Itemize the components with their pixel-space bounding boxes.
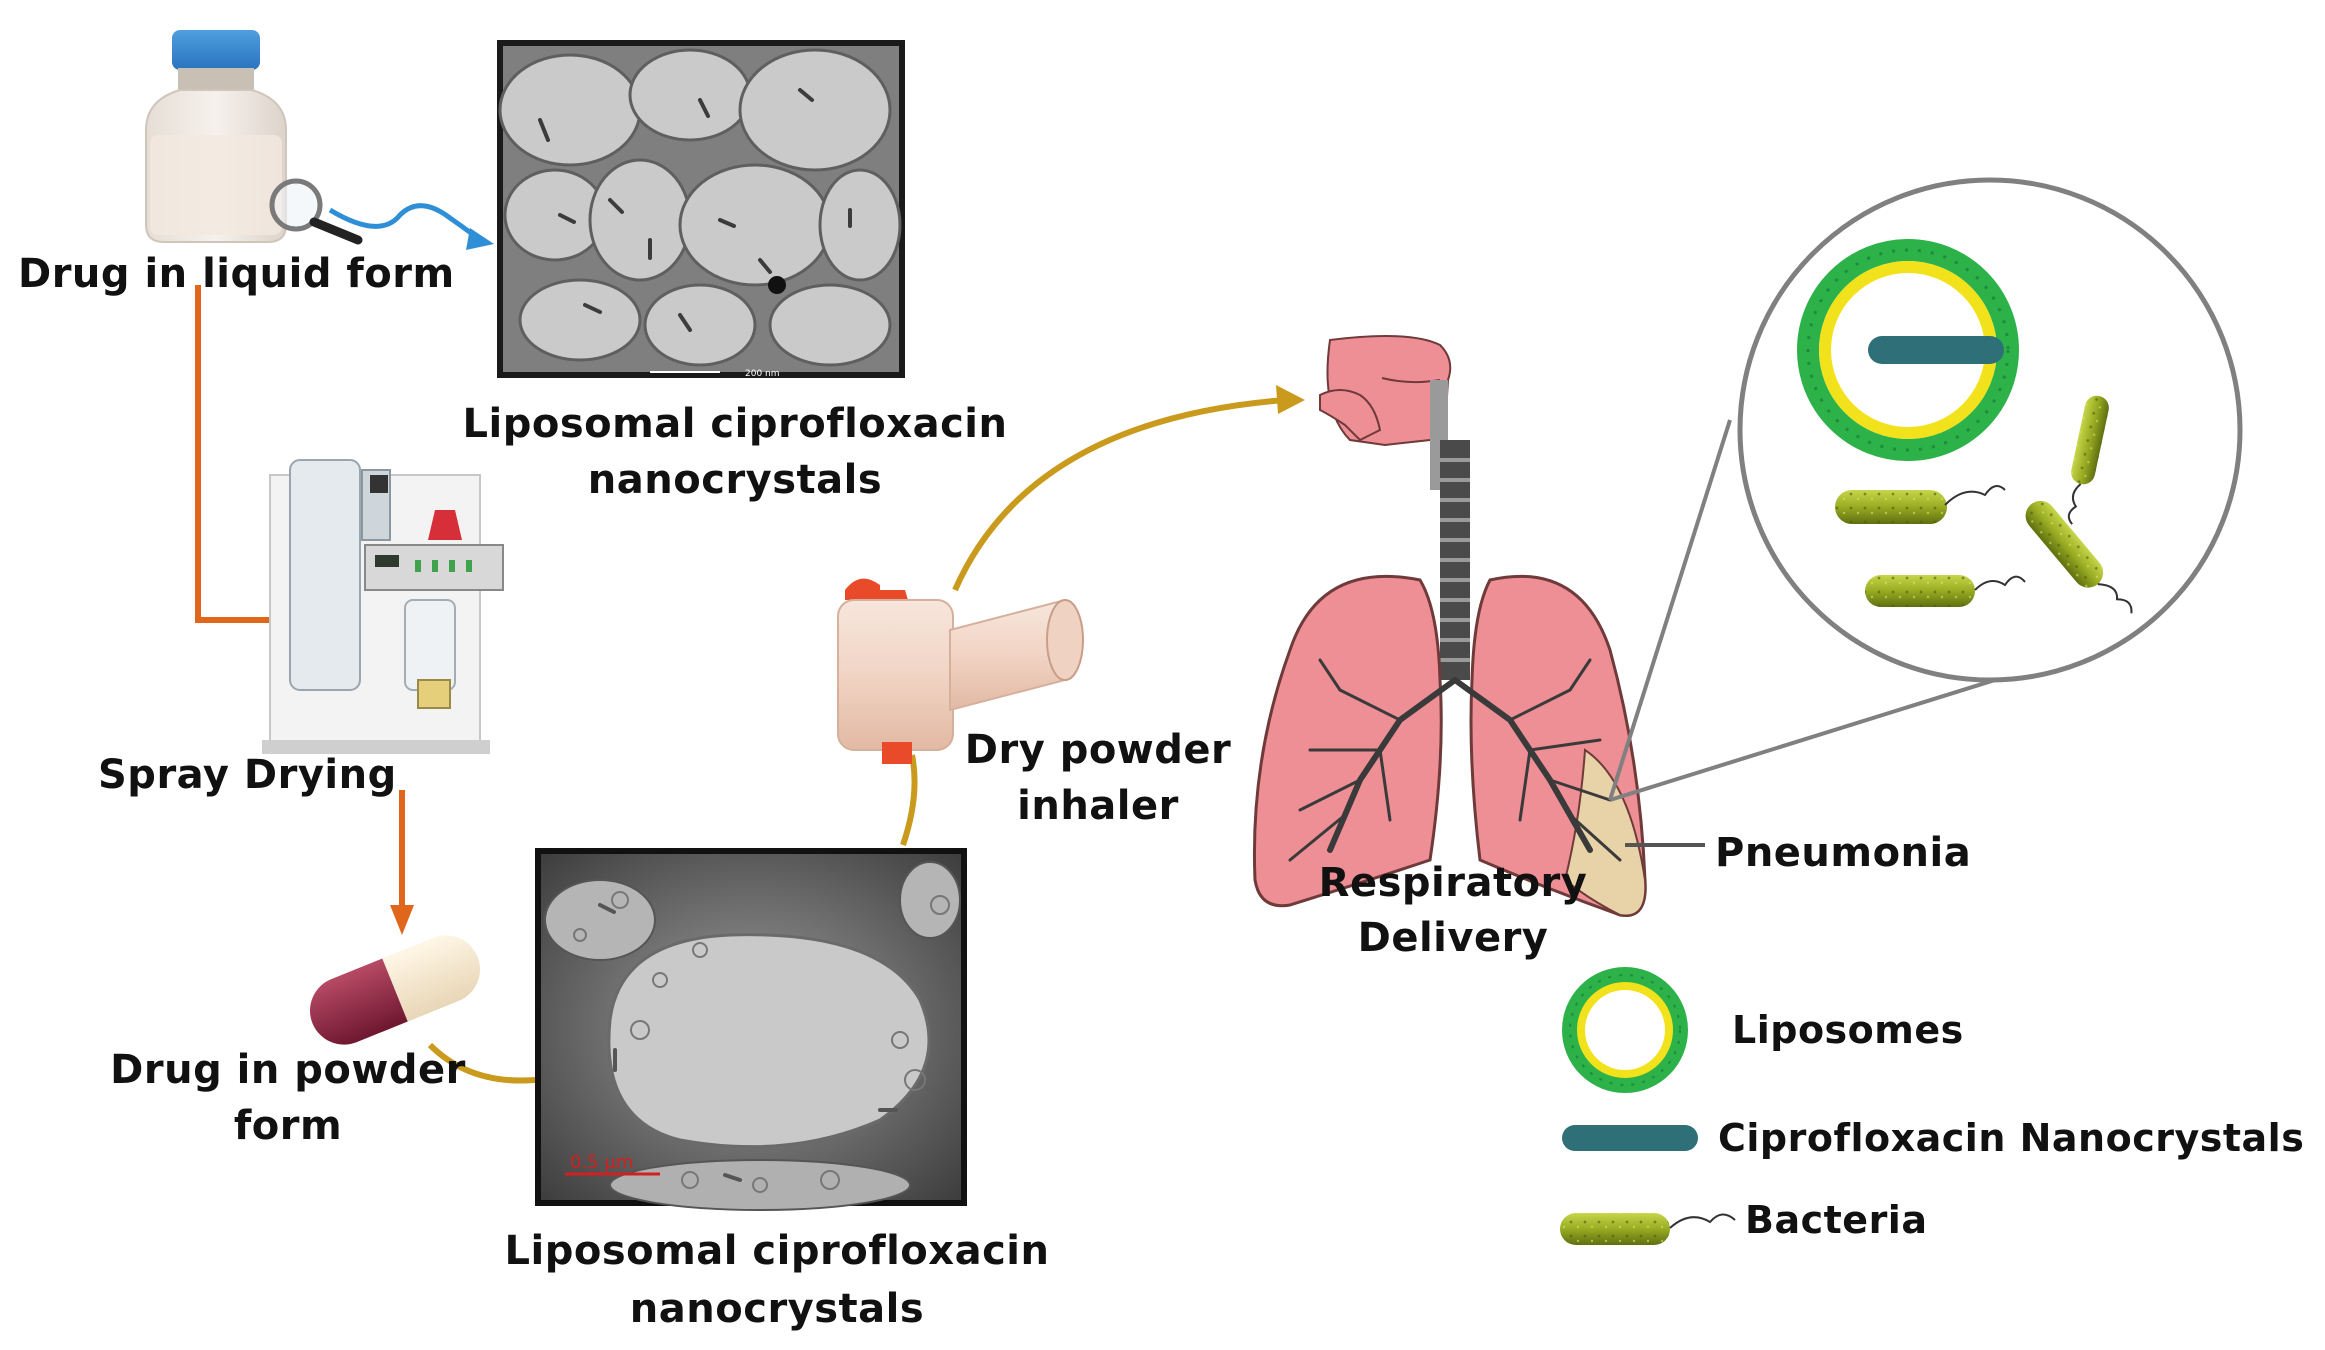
label-drug-powder-line2: form (233, 1103, 343, 1149)
magnifier-icon (269, 178, 363, 245)
label-micrograph-bottom-line2: nanocrystals (629, 1286, 925, 1332)
micrograph-top (497, 40, 905, 378)
bacterium-1 (1835, 485, 2006, 524)
micrograph-bottom (535, 848, 967, 1211)
label-spray-drying: Spray Drying (98, 752, 397, 798)
scale-bar-top: 200 nm (745, 369, 780, 379)
spray-dryer-icon (262, 459, 504, 754)
arrow-spraydryer-to-capsule (390, 790, 414, 935)
connector-vial-to-spraydryer (195, 285, 270, 623)
connector-capsule-to-micrograph (427, 1042, 536, 1084)
capsule-icon (310, 935, 480, 1045)
legend-nanocrystal-icon (1562, 1125, 1698, 1151)
label-inhaler-line1: Dry powder (964, 727, 1232, 773)
bacterium-3 (2025, 500, 2133, 614)
label-respiratory-line2: Delivery (1357, 915, 1549, 961)
label-pneumonia: Pneumonia (1715, 830, 1972, 876)
bacterium-4 (2067, 395, 2109, 525)
label-micrograph-top-line2: nanocrystals (587, 457, 883, 503)
zoom-circle (1737, 177, 2243, 683)
liposome-with-nanocrystal (1797, 239, 2019, 461)
legend-bacteria-icon (1560, 1213, 1736, 1245)
legend-liposome-icon (1562, 967, 1688, 1093)
legend-label-bacteria: Bacteria (1745, 1198, 1928, 1242)
label-drug-liquid: Drug in liquid form (18, 251, 455, 297)
label-inhaler-line2: inhaler (1017, 783, 1179, 829)
vial-icon (145, 30, 287, 243)
label-respiratory-line1: Respiratory (1318, 860, 1588, 906)
legend-label-nanocrystals: Ciprofloxacin Nanocrystals (1718, 1116, 2305, 1160)
lungs-icon (1252, 335, 1647, 918)
label-micrograph-bottom-line1: Liposomal ciprofloxacin (504, 1228, 1050, 1274)
label-micrograph-top-line1: Liposomal ciprofloxacin (462, 401, 1008, 447)
label-drug-powder-line1: Drug in powder (110, 1047, 466, 1093)
bacterium-2 (1865, 575, 2026, 607)
connector-micrograph-to-inhaler (900, 754, 918, 846)
legend-label-liposomes: Liposomes (1732, 1008, 1964, 1052)
connector-vial-to-micrograph (328, 203, 494, 250)
scale-bar-bottom: 0.5 µm (570, 1152, 633, 1173)
inhaler-icon (837, 578, 1084, 764)
arrow-inhaler-to-lungs (952, 385, 1305, 592)
